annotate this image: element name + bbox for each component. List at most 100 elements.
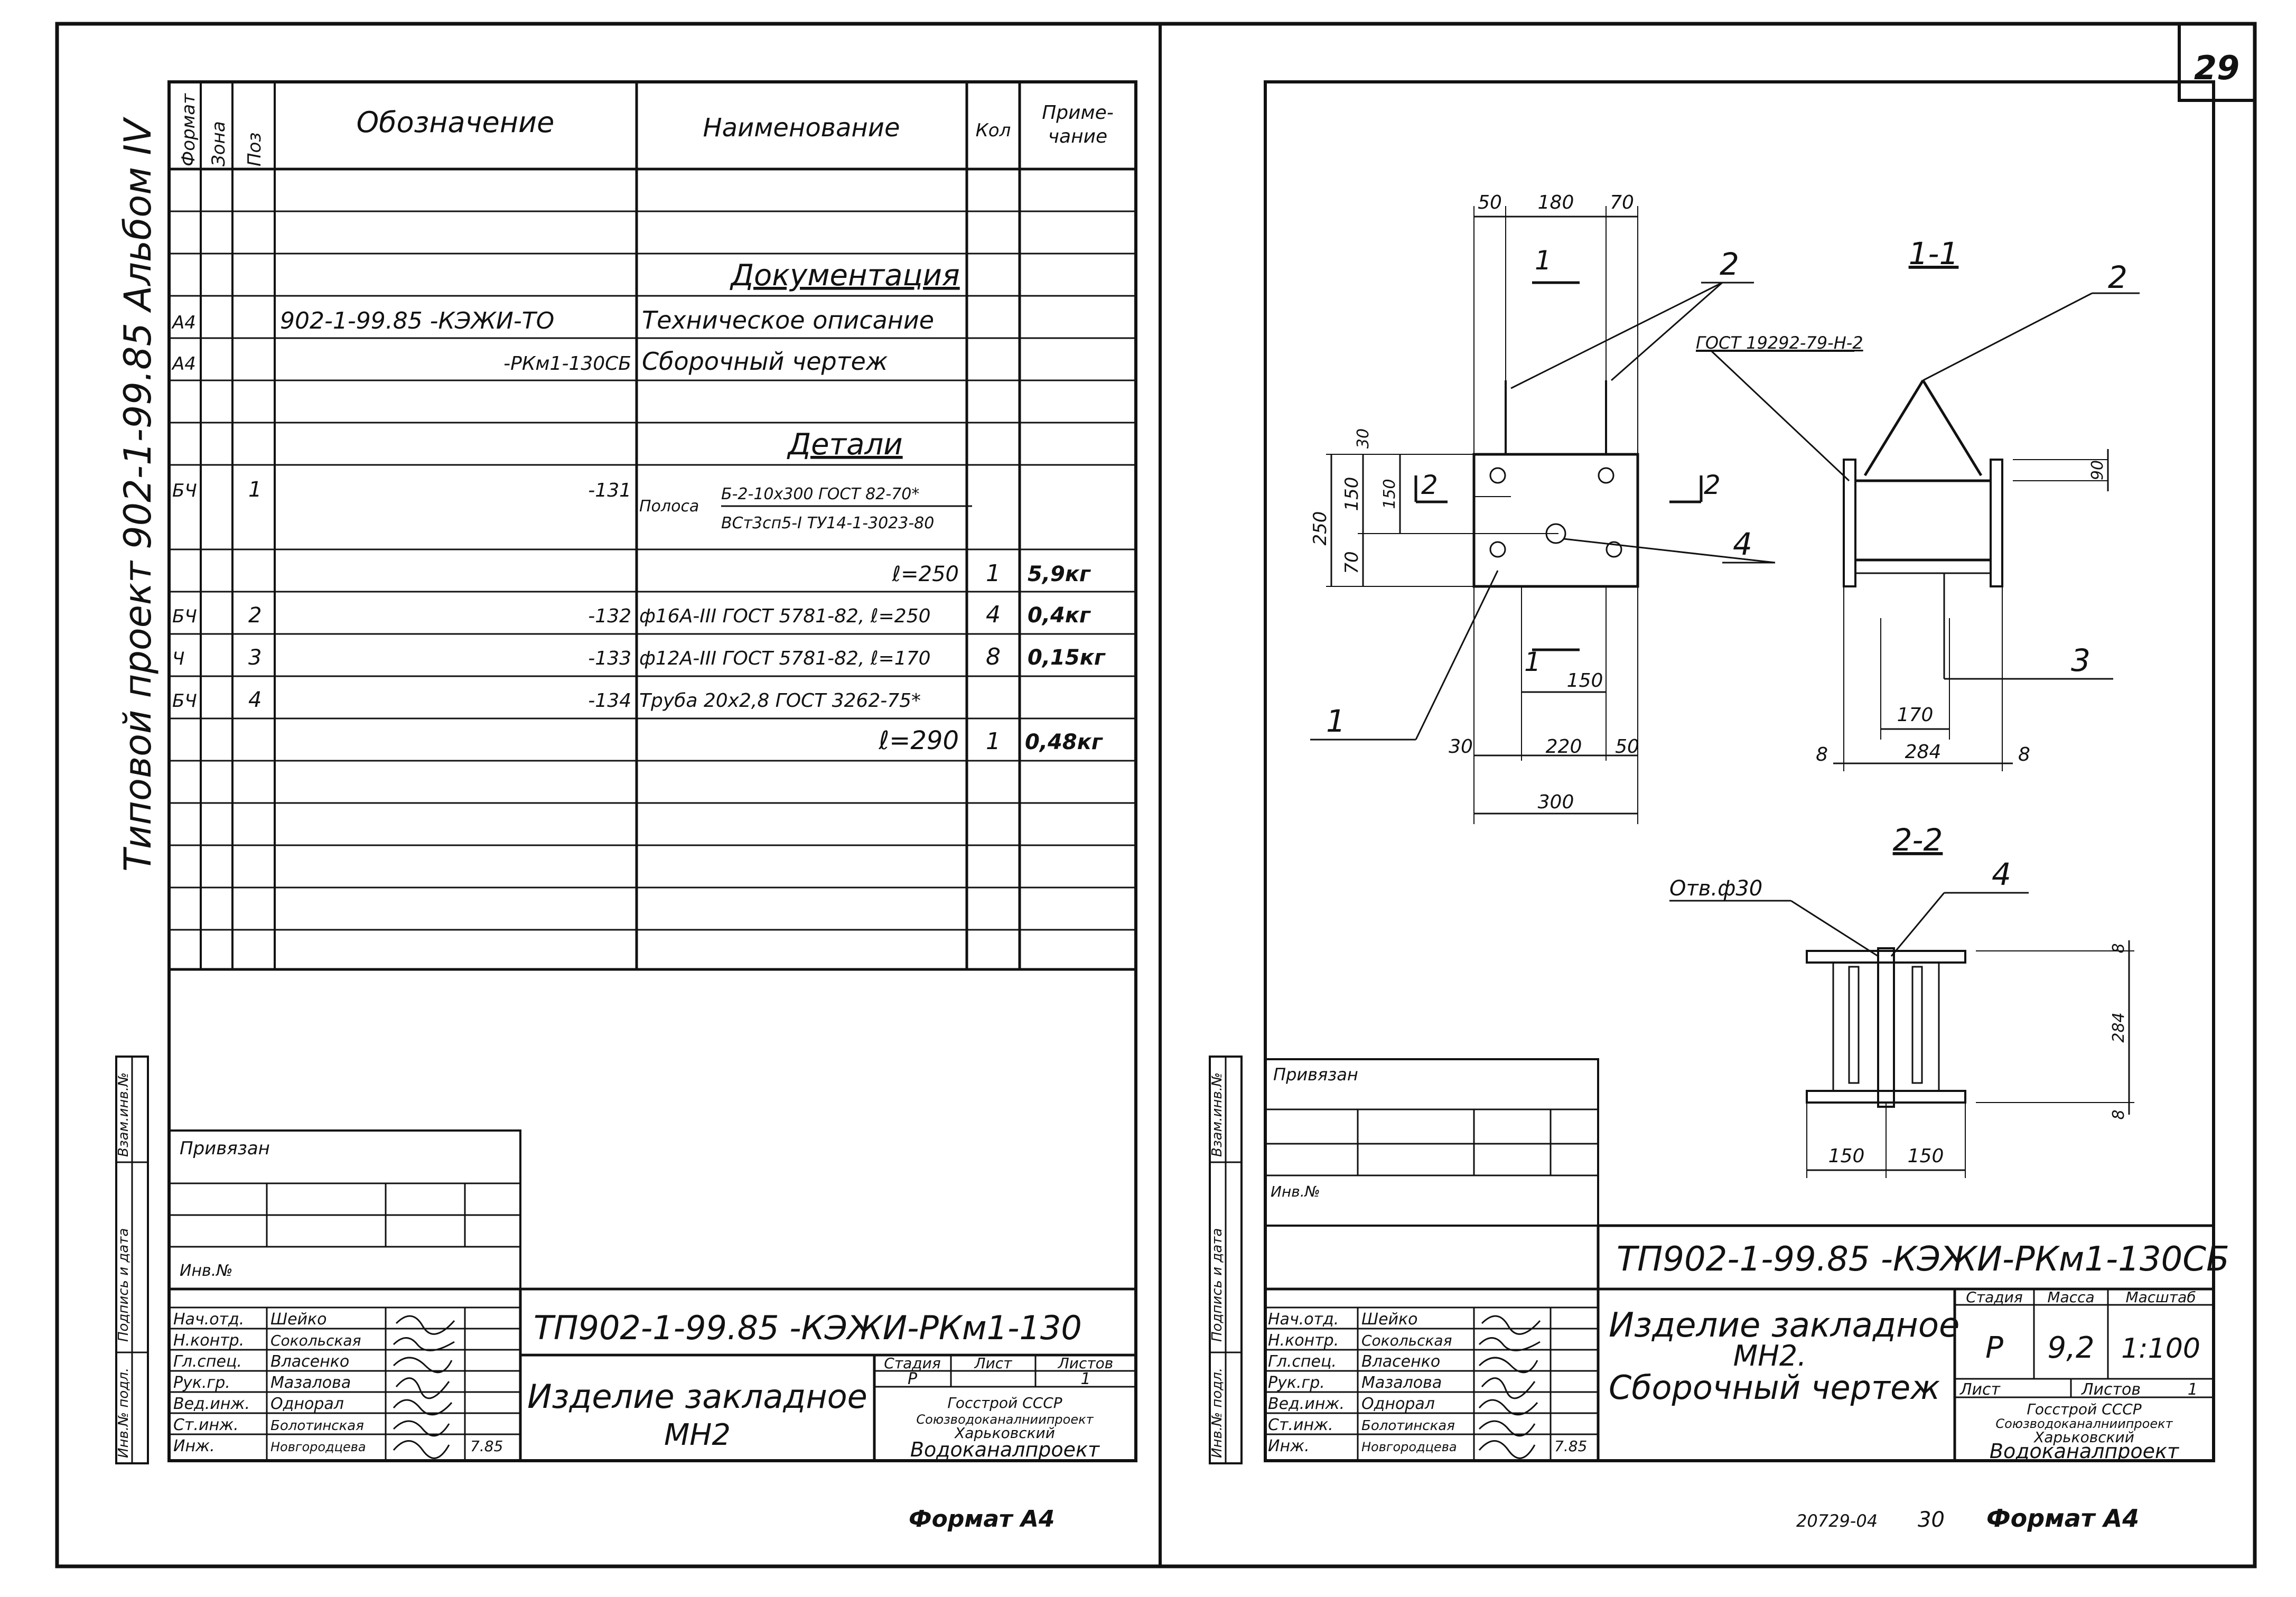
right-mass-label: Масса [2047, 1288, 2094, 1306]
signature-2 [393, 1357, 453, 1374]
left-name-4: Однорал [270, 1395, 344, 1413]
row-4-designation: -132 [588, 605, 631, 627]
section-11-label: 1-1 [1909, 236, 1959, 272]
dim-22-4: 8 [2110, 1109, 2128, 1119]
signature-0 [395, 1315, 455, 1335]
signature-1 [393, 1337, 455, 1351]
dim-top-2: 70 [1610, 192, 1634, 213]
left-role-3: Рук.гр. [173, 1374, 230, 1392]
weld-gost: ГОСТ 19292-79-Н-2 [1696, 333, 1863, 353]
header-qty: Кол [976, 120, 1011, 141]
right-signature-4 [1478, 1399, 1538, 1416]
right-signature-6 [1478, 1440, 1536, 1459]
right-code: ТП902-1-99.85 -КЭЖИ-РКм1-130СБ [1617, 1240, 2229, 1279]
left-stage: Р [908, 1370, 918, 1388]
left-org-3: Харьковский [954, 1424, 1055, 1442]
dim-bottom-2: 50 [1615, 736, 1639, 758]
right-role-1: Н.контр. [1268, 1331, 1339, 1350]
row-5-designation: -133 [588, 648, 631, 669]
left-margin-strip: Инв.№ подл. Подпись и дата Взам.инв.№ [115, 1056, 149, 1464]
left-title-block: Нач.отд. Н.контр. Гл.спец. Рук.гр. Вед.и… [169, 1287, 1136, 1461]
right-title-1: Изделие закладное [1609, 1306, 1959, 1345]
left-name-1: Сокольская [270, 1332, 361, 1349]
row-6-format: БЧ [172, 690, 197, 712]
dim-left-4: 150 [1380, 479, 1399, 509]
dim-bottom-1: 220 [1546, 736, 1582, 758]
signature-4 [393, 1399, 453, 1416]
pos-label-1: 1 [1326, 703, 1346, 739]
header-designation: Обозначение [357, 106, 555, 139]
right-sheets: 1 [2188, 1380, 2198, 1399]
right-scale: 1:100 [2121, 1333, 2200, 1365]
row-4-name: ф16А-III ГОСТ 5781-82, ℓ=250 [639, 605, 931, 627]
row-3-name: ℓ=250 [892, 562, 959, 586]
header-pos: Поз [244, 133, 265, 166]
row-7-qty: 1 [986, 728, 1001, 755]
dim-11-2: 284 [1905, 741, 1942, 763]
right-name-5: Болотинская [1361, 1418, 1455, 1434]
right-sheets-label: Листов [2081, 1380, 2141, 1399]
right-sheet: Инв.№ подл. Подпись и дата Взам.инв.№ Пр… [1209, 80, 2229, 1533]
row-0-format: А4 [171, 312, 196, 333]
row-5-qty: 8 [986, 643, 1001, 670]
right-signature-5 [1478, 1420, 1536, 1437]
pos-label-0: 2 [1720, 246, 1739, 282]
row-1-format: А4 [171, 353, 196, 375]
right-role-5: Ст.инж. [1268, 1416, 1333, 1434]
left-sheet-label: Лист [974, 1355, 1013, 1372]
signature-6 [393, 1440, 450, 1459]
row-4-format: БЧ [172, 606, 197, 627]
strip-spec-bottom: ВСт3сп5-I ТУ14-1-3023-80 [721, 514, 934, 533]
right-stage-label: Стадия [1966, 1288, 2022, 1306]
left-date-mark: 7.85 [470, 1437, 503, 1455]
right-org-3: Харьковский [2033, 1428, 2134, 1446]
row-6-pos: 4 [248, 688, 262, 712]
left-format: Формат А4 [909, 1506, 1055, 1533]
left-role-5: Ст.инж. [173, 1416, 239, 1434]
dim-left-0: 250 [1310, 511, 1331, 546]
left-privyazan: Привязан [180, 1138, 270, 1159]
left-name-5: Болотинская [270, 1418, 364, 1434]
right-sheet-label: Лист [1959, 1380, 2001, 1399]
left-role-4: Вед.инж. [173, 1395, 250, 1413]
right-signature-0 [1481, 1315, 1541, 1335]
left-role-6: Инж. [173, 1437, 215, 1455]
section-documentation: Документация [729, 258, 959, 293]
section-details: Детали [786, 427, 902, 462]
row-3-note: 5,9кг [1028, 562, 1091, 586]
right-name-1: Сокольская [1361, 1332, 1452, 1349]
left-inv-no: Инв.№ [180, 1262, 232, 1280]
right-signature-1 [1478, 1337, 1541, 1351]
header-name: Наименование [703, 113, 900, 143]
dim-11-4: 8 [2018, 744, 2030, 765]
right-mass: 9,2 [2047, 1331, 2094, 1365]
row-0-designation: 902-1-99.85 -КЭЖИ-ТО [280, 307, 554, 334]
strip-prefix: Полоса [639, 497, 699, 516]
plan-view: 50 180 70 250 150 70 30 [1310, 192, 1776, 824]
left-title-1: Изделие закладное [527, 1377, 867, 1416]
row-1-designation: -РКм1-130СБ [503, 353, 631, 375]
left-role-1: Н.контр. [173, 1331, 244, 1350]
dim-11-3: 8 [1816, 744, 1828, 765]
right-side-label-0: Инв.№ подл. [1209, 1368, 1225, 1458]
header-note-1: Приме- [1042, 102, 1114, 124]
right-role-4: Вед.инж. [1268, 1395, 1345, 1413]
right-title-2: МН2. [1733, 1339, 1807, 1372]
dim-left-3: 30 [1354, 428, 1373, 449]
row-6-name: Труба 20х2,8 ГОСТ 3262-75* [639, 690, 921, 712]
left-title-2: МН2 [664, 1418, 731, 1452]
right-role-6: Инж. [1268, 1437, 1310, 1455]
right-name-6: Новгородцева [1361, 1440, 1457, 1454]
row-5-name: ф12А-III ГОСТ 5781-82, ℓ=170 [639, 648, 931, 669]
row-5-pos: 3 [248, 646, 262, 670]
pos-label-3: 2 [2108, 259, 2127, 295]
row-3-qty: 1 [986, 560, 1001, 587]
header-format: Формат [178, 93, 199, 166]
dim-11-1: 170 [1897, 704, 1934, 726]
right-title-3: Сборочный чертеж [1609, 1368, 1940, 1407]
left-sheets-label: Листов [1058, 1355, 1114, 1372]
dim-bottom-4: 150 [1567, 670, 1603, 692]
right-role-0: Нач.отд. [1268, 1310, 1339, 1329]
row-5-format: Ч [172, 648, 184, 669]
